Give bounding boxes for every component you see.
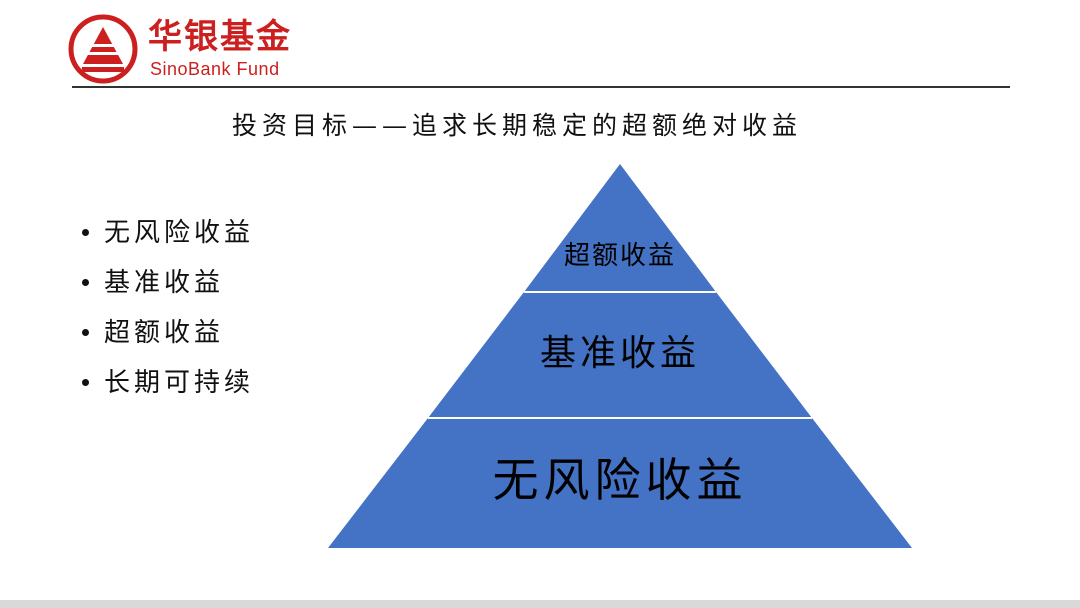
bullet-item: 无风险收益	[80, 210, 254, 260]
bullet-dot-icon	[82, 379, 89, 386]
logo-chinese-name: 华银基金	[148, 17, 292, 57]
bullet-dot-icon	[82, 229, 89, 236]
bullet-text: 无风险收益	[104, 218, 255, 248]
bullet-list: 无风险收益 基准收益 超额收益 长期可持续	[80, 210, 254, 410]
pyramid-tier-bottom-shape	[328, 418, 912, 548]
company-logo: 华银基金 SinoBank Fund	[68, 14, 328, 84]
bullet-dot-icon	[82, 279, 89, 286]
bullet-item: 超额收益	[80, 310, 254, 360]
bullet-dot-icon	[82, 329, 89, 336]
pyramid-tier-middle-label: 基准收益	[539, 333, 700, 374]
return-pyramid: 超额收益 基准收益 无风险收益	[328, 164, 912, 548]
bullet-item: 基准收益	[80, 260, 254, 310]
bullet-text: 基准收益	[104, 268, 225, 298]
pyramid-tier-middle-shape	[428, 292, 812, 418]
bottom-band	[0, 600, 1080, 608]
bullet-text: 超额收益	[104, 318, 225, 348]
pyramid-tier-bottom-label: 无风险收益	[492, 453, 748, 507]
triangle-emblem-icon	[68, 14, 138, 84]
pyramid-graphic	[328, 164, 912, 548]
logo-english-name: SinoBank Fund	[150, 59, 280, 79]
header-divider	[72, 86, 1010, 88]
bullet-text: 长期可持续	[104, 368, 255, 398]
bullet-item: 长期可持续	[80, 360, 254, 410]
slide-title: 投资目标——追求长期稳定的超额绝对收益	[232, 111, 803, 140]
pyramid-tier-top-label: 超额收益	[563, 241, 676, 271]
pyramid-tier-top-shape	[524, 164, 716, 292]
